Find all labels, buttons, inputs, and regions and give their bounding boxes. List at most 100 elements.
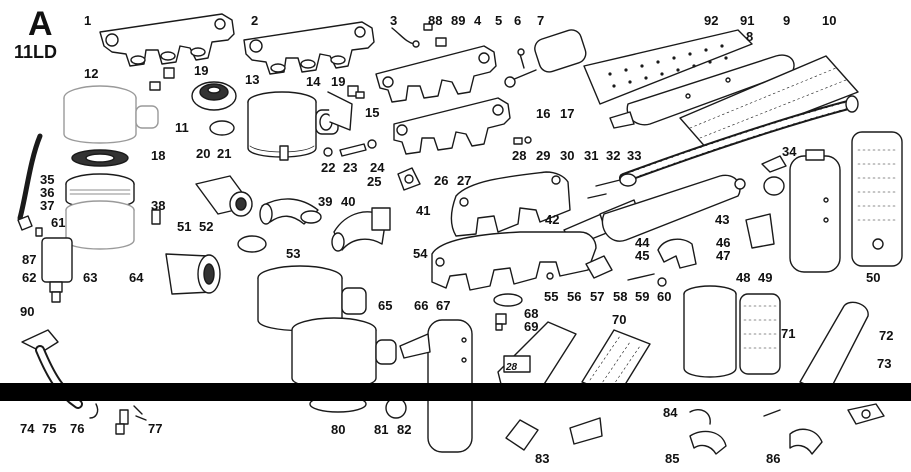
part-10-perforated-shield xyxy=(679,55,859,151)
part-50-perforated-shield xyxy=(851,131,903,267)
part-number-7: 7 xyxy=(537,13,545,28)
part-number-44: 44 xyxy=(635,235,650,250)
part-number-9: 9 xyxy=(783,13,791,28)
part-number-12: 12 xyxy=(84,66,99,81)
part-number-19: 19 xyxy=(331,74,346,89)
part-number-13: 13 xyxy=(245,72,260,87)
black-band xyxy=(0,383,911,401)
engine-model: 11LD xyxy=(14,42,58,62)
part-number-52: 52 xyxy=(199,219,214,234)
part-74-elbow xyxy=(21,329,99,419)
part-number-63: 63 xyxy=(83,270,98,285)
part-number-90: 90 xyxy=(20,304,35,319)
part-71-canister xyxy=(683,285,781,378)
part-number-30: 30 xyxy=(560,148,575,163)
part-number-39: 39 xyxy=(318,194,333,209)
part-number-2: 2 xyxy=(251,13,259,28)
part-number-73: 73 xyxy=(877,356,892,371)
part-4-manifold xyxy=(375,45,497,103)
part-number-19: 19 xyxy=(194,63,209,78)
part-number-8: 8 xyxy=(746,29,754,44)
part-52-hose xyxy=(195,175,253,217)
part-number-42: 42 xyxy=(545,212,560,227)
part-number-91: 91 xyxy=(740,13,755,28)
part-number-74: 74 xyxy=(20,421,35,436)
part-number-40: 40 xyxy=(341,194,356,209)
part-7-muffler xyxy=(504,29,587,88)
part-number-59: 59 xyxy=(635,289,650,304)
part-number-14: 14 xyxy=(306,74,321,89)
part-number-61: 61 xyxy=(51,215,66,230)
part-number-36: 36 xyxy=(40,185,55,200)
part-number-70: 70 xyxy=(612,312,627,327)
part-number-27: 27 xyxy=(457,173,472,188)
part-number-65: 65 xyxy=(378,298,393,313)
part-number-72: 72 xyxy=(879,328,894,343)
part-number-6: 6 xyxy=(514,13,522,28)
part-11-air-filter-housing xyxy=(63,85,159,144)
part-9-muffler xyxy=(609,54,795,129)
part-number-75: 75 xyxy=(42,421,57,436)
part-number-1: 1 xyxy=(84,13,92,28)
part-40-duct xyxy=(331,207,391,252)
part-number-81: 81 xyxy=(374,422,389,437)
part-65-air-filter xyxy=(257,265,397,390)
part-number-5: 5 xyxy=(495,13,503,28)
part-number-46: 46 xyxy=(716,235,731,250)
muffler-stamp-label: 28 xyxy=(506,362,518,373)
part-72-muffler xyxy=(799,301,869,395)
part-20-clamp xyxy=(209,120,235,136)
part-number-26: 26 xyxy=(434,173,449,188)
part-number-57: 57 xyxy=(590,289,605,304)
part-number-37: 37 xyxy=(40,198,55,213)
part-33-flexible-hose xyxy=(619,95,859,187)
part-number-41: 41 xyxy=(416,203,431,218)
part-number-83: 83 xyxy=(535,451,550,466)
part-number-45: 45 xyxy=(635,248,650,263)
part-number-86: 86 xyxy=(766,451,781,466)
part-number-22: 22 xyxy=(321,160,336,175)
part-number-85: 85 xyxy=(665,451,680,466)
part-number-47: 47 xyxy=(716,248,731,263)
part-number-51: 51 xyxy=(177,219,192,234)
part-64-sleeve xyxy=(165,253,221,295)
part-number-43: 43 xyxy=(715,212,730,227)
part-number-23: 23 xyxy=(343,160,358,175)
part-number-38: 38 xyxy=(151,198,166,213)
part-2-manifold xyxy=(243,21,375,75)
part-number-58: 58 xyxy=(613,289,628,304)
part-13-cap xyxy=(191,81,237,111)
part-39-elbow xyxy=(259,198,322,225)
part-number-49: 49 xyxy=(758,270,773,285)
part-number-16: 16 xyxy=(536,106,551,121)
part-number-60: 60 xyxy=(657,289,672,304)
part-number-29: 29 xyxy=(536,148,551,163)
part-number-87: 87 xyxy=(22,252,37,267)
part-number-50: 50 xyxy=(866,270,881,285)
part-number-54: 54 xyxy=(413,246,428,261)
part-number-28: 28 xyxy=(512,148,527,163)
part-number-3: 3 xyxy=(390,13,398,28)
part-number-32: 32 xyxy=(606,148,621,163)
part-43-muffler xyxy=(601,174,746,242)
part-number-88: 88 xyxy=(428,13,443,28)
catalog-letter: A xyxy=(28,5,53,43)
part-number-21: 21 xyxy=(217,146,232,161)
part-number-11: 11 xyxy=(175,120,189,135)
part-number-64: 64 xyxy=(129,270,144,285)
part-number-82: 82 xyxy=(397,422,412,437)
part-number-67: 67 xyxy=(436,298,451,313)
part-number-89: 89 xyxy=(451,13,466,28)
part-number-71: 71 xyxy=(781,326,796,341)
part-1-manifold xyxy=(99,13,235,67)
part-number-20: 20 xyxy=(196,146,211,161)
part-number-69: 69 xyxy=(524,319,539,334)
part-number-35: 35 xyxy=(40,172,55,187)
part-8-heat-shield xyxy=(583,29,753,105)
part-number-25: 25 xyxy=(367,174,382,189)
part-number-92: 92 xyxy=(704,13,719,28)
part-number-24: 24 xyxy=(370,160,385,175)
part-3-tube xyxy=(391,27,415,45)
part-number-34: 34 xyxy=(782,144,797,159)
